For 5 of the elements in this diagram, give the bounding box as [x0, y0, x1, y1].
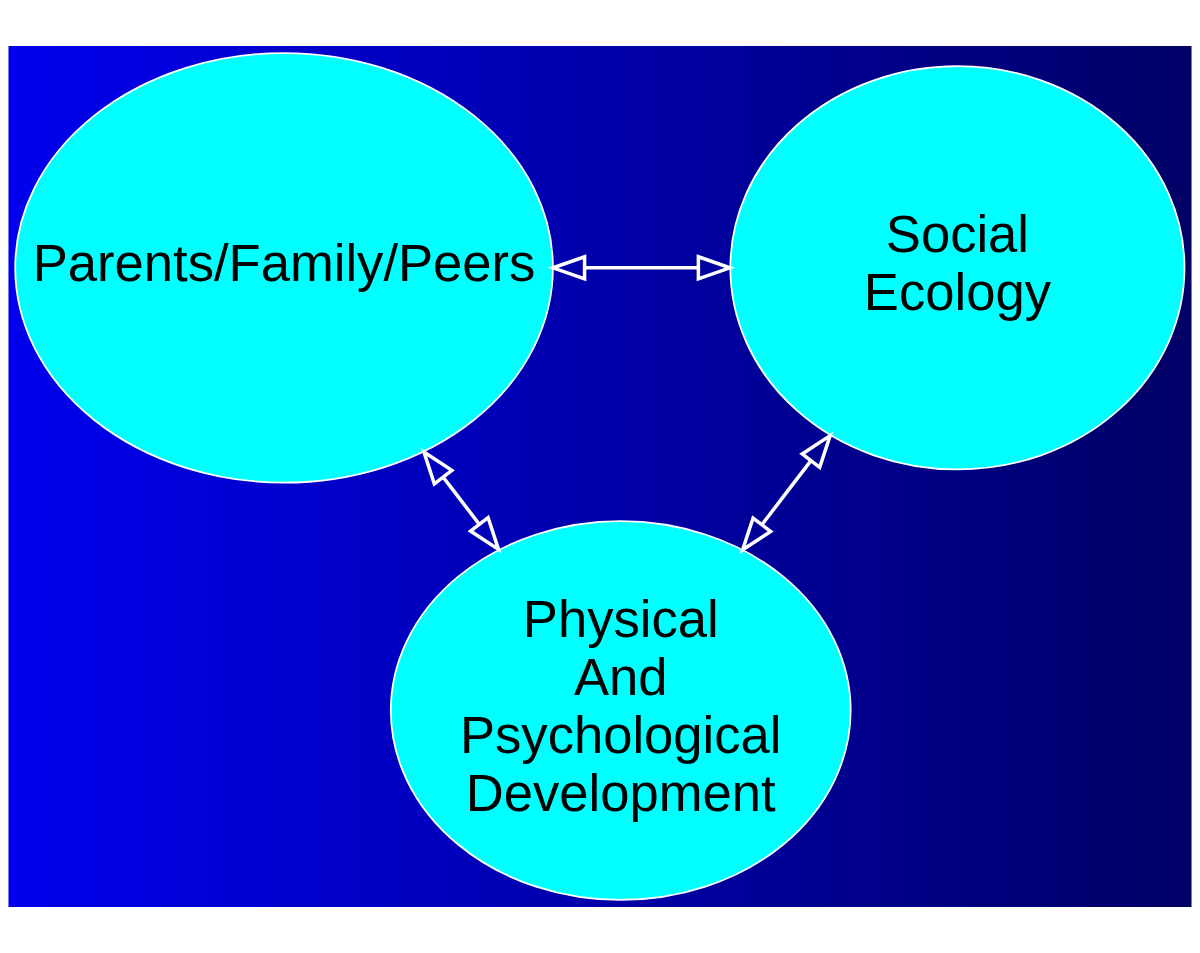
arrow [739, 431, 834, 554]
arrow [547, 254, 736, 282]
arrow [420, 447, 502, 554]
node-ellipse: Physical And Psychological Development [389, 520, 852, 901]
node-ellipse: Parents/Family/Peers [14, 52, 554, 484]
